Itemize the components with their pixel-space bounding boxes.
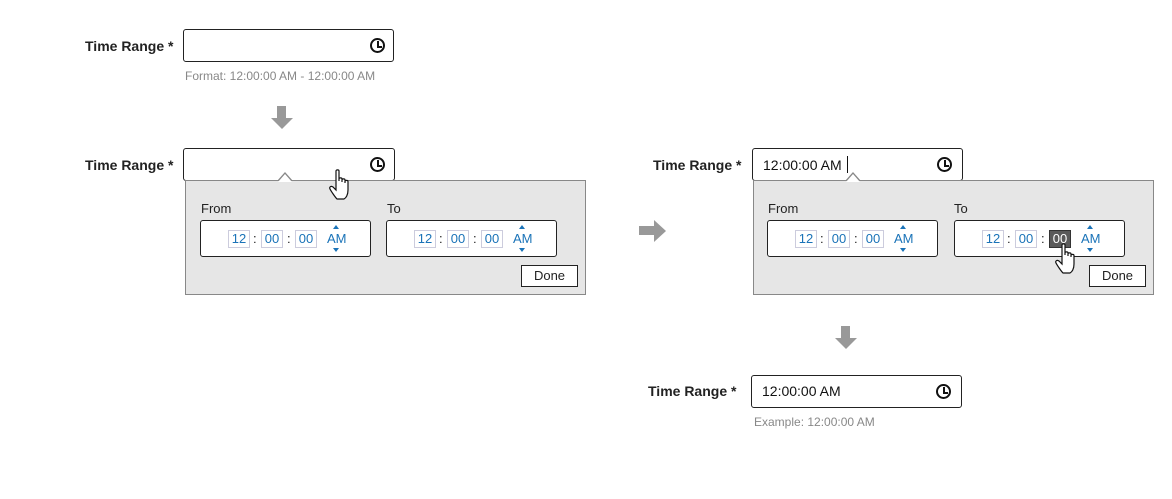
time-separator: : (854, 231, 858, 246)
text-caret (846, 156, 848, 173)
from-seconds-field[interactable]: 00 (862, 230, 884, 248)
time-range-label-step1: Time Range * (85, 38, 174, 54)
ampm-up-icon[interactable] (1087, 225, 1093, 229)
done-button[interactable]: Done (1089, 265, 1146, 287)
time-separator: : (1041, 231, 1045, 246)
hand-pointer-cursor-icon (1055, 243, 1075, 274)
ampm-down-icon[interactable] (333, 248, 339, 252)
ampm-up-icon[interactable] (333, 225, 339, 229)
ampm-up-icon[interactable] (900, 225, 906, 229)
flow-arrow-down-icon (835, 326, 857, 351)
to-label: To (954, 201, 968, 216)
time-range-input-step1[interactable] (183, 29, 394, 62)
ampm-down-icon[interactable] (900, 248, 906, 252)
flow-arrow-right-icon (639, 220, 667, 242)
to-seconds-field[interactable]: 00 (481, 230, 503, 248)
from-hours-field[interactable]: 12 (795, 230, 817, 248)
from-time-box: 12 : 00 : 00 AM (767, 220, 938, 257)
from-time-box: 12 : 00 : 00 AM (200, 220, 371, 257)
from-label: From (768, 201, 799, 216)
done-button[interactable]: Done (521, 265, 578, 287)
to-ampm-field[interactable]: AM (513, 231, 533, 246)
popover-pointer (845, 172, 861, 182)
clock-icon[interactable] (370, 38, 385, 53)
clock-icon[interactable] (936, 384, 951, 399)
time-range-input-step4[interactable]: 12:00:00 AM (751, 375, 962, 408)
time-separator: : (439, 231, 443, 246)
time-picker-panel-step3: From To 12 : 00 : 00 AM 12 : 00 : 00 AM … (753, 180, 1154, 295)
to-seconds-field-selected[interactable]: 00 (1049, 230, 1071, 248)
to-hours-field[interactable]: 12 (982, 230, 1004, 248)
ampm-down-icon[interactable] (1087, 248, 1093, 252)
flow-arrow-down-icon (271, 106, 293, 131)
clock-icon[interactable] (937, 157, 952, 172)
time-separator: : (287, 231, 291, 246)
to-time-box: 12 : 00 : 00 AM (954, 220, 1125, 257)
to-time-box: 12 : 00 : 00 AM (386, 220, 557, 257)
to-minutes-field[interactable]: 00 (447, 230, 469, 248)
from-ampm-field[interactable]: AM (327, 231, 347, 246)
example-hint: Example: 12:00:00 AM (754, 415, 875, 429)
to-hours-field[interactable]: 12 (414, 230, 436, 248)
to-label: To (387, 201, 401, 216)
popover-pointer (277, 172, 293, 182)
time-separator: : (473, 231, 477, 246)
time-range-label-step2: Time Range * (85, 157, 174, 173)
ampm-down-icon[interactable] (519, 248, 525, 252)
time-range-value: 12:00:00 AM (762, 383, 841, 399)
clock-icon[interactable] (370, 157, 385, 172)
hand-pointer-cursor-icon (329, 169, 349, 200)
time-separator: : (1007, 231, 1011, 246)
time-range-label-step4: Time Range * (648, 383, 737, 399)
time-separator: : (253, 231, 257, 246)
to-ampm-field[interactable]: AM (1081, 231, 1101, 246)
from-label: From (201, 201, 232, 216)
time-picker-panel-step2: From To 12 : 00 : 00 AM 12 : 00 : 00 AM … (185, 180, 586, 295)
time-range-value: 12:00:00 AM (763, 156, 848, 173)
format-hint: Format: 12:00:00 AM - 12:00:00 AM (185, 69, 376, 83)
from-hours-field[interactable]: 12 (228, 230, 250, 248)
from-ampm-field[interactable]: AM (894, 231, 914, 246)
from-minutes-field[interactable]: 00 (261, 230, 283, 248)
to-minutes-field[interactable]: 00 (1015, 230, 1037, 248)
from-minutes-field[interactable]: 00 (828, 230, 850, 248)
ampm-up-icon[interactable] (519, 225, 525, 229)
time-separator: : (820, 231, 824, 246)
from-seconds-field[interactable]: 00 (295, 230, 317, 248)
time-range-label-step3: Time Range * (653, 157, 742, 173)
